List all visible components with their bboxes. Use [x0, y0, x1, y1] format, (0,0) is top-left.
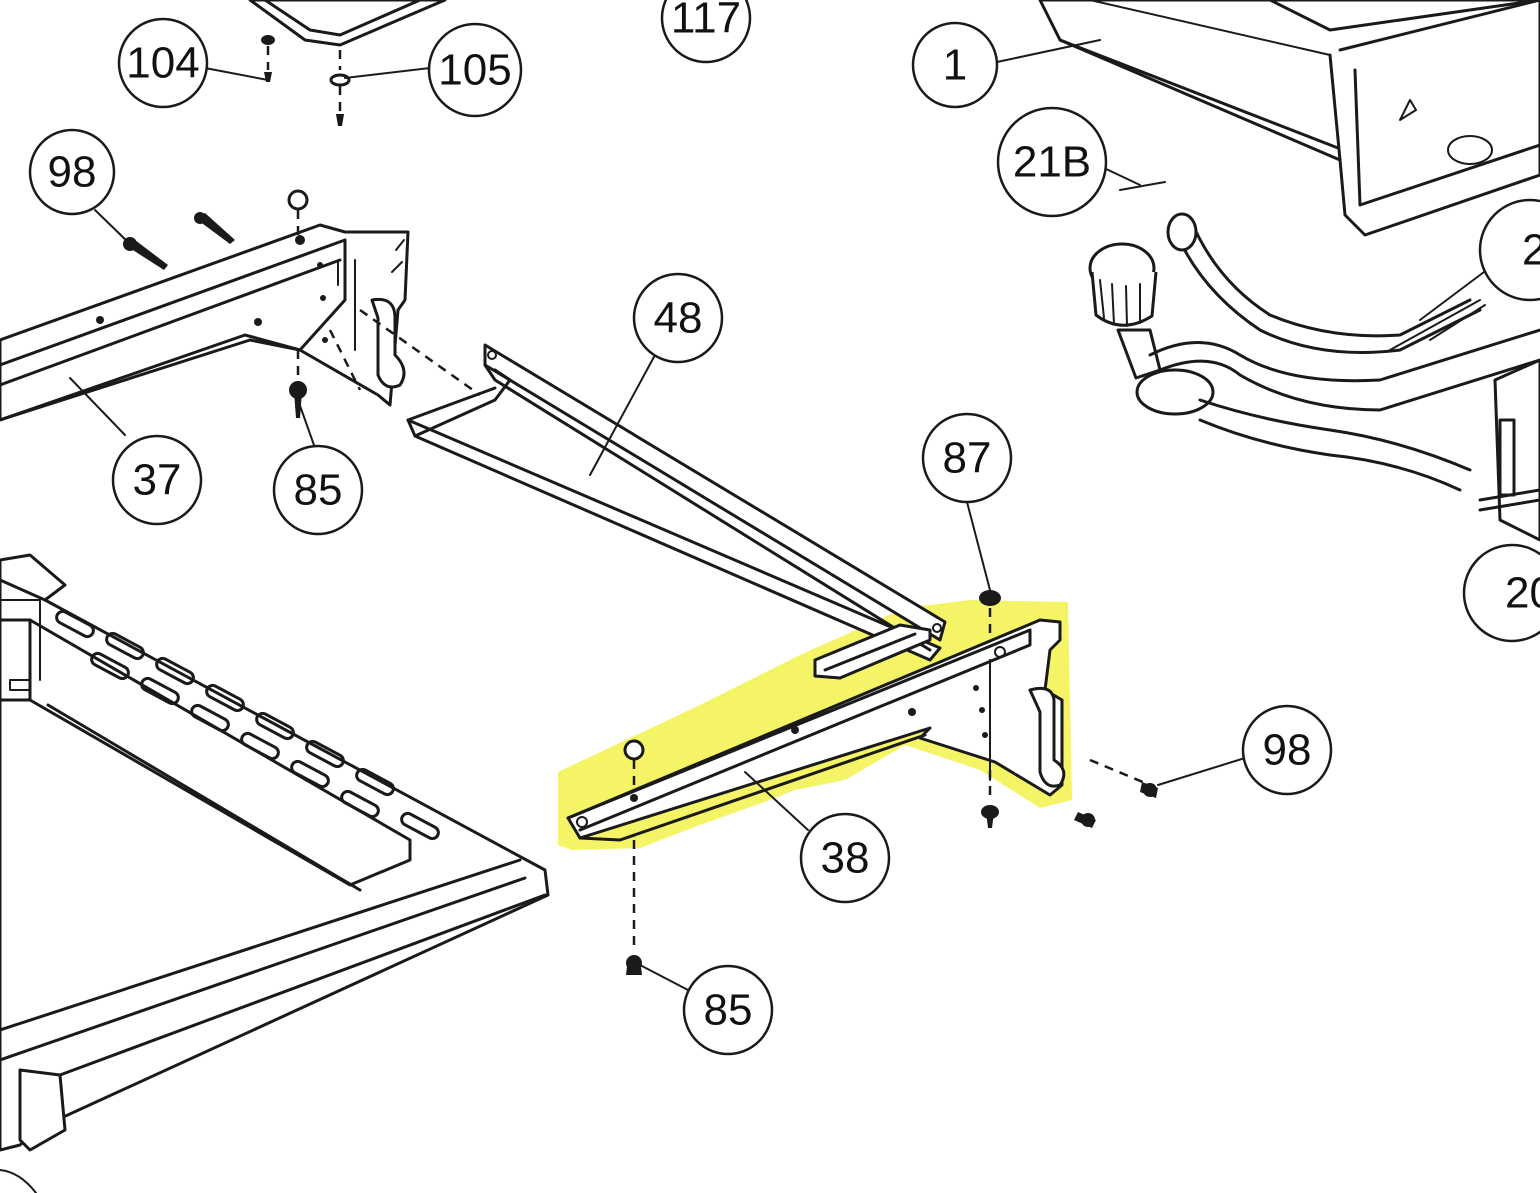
crossbar-part-48 — [406, 343, 947, 662]
valve-assembly — [1088, 181, 1540, 542]
callout-1: 1 — [911, 21, 999, 109]
svg-text:21: 21 — [1522, 226, 1540, 275]
callout-48: 48 — [632, 272, 724, 364]
svg-text:37: 37 — [133, 456, 182, 505]
callout-98-right: 98 — [1241, 704, 1333, 796]
svg-text:21B: 21B — [1013, 138, 1091, 187]
callout-85-top: 85 — [272, 444, 364, 536]
svg-text:117: 117 — [671, 0, 741, 43]
lower-tray — [0, 553, 550, 1152]
callout-38: 38 — [799, 812, 891, 904]
callout-85-bottom: 85 — [682, 964, 774, 1056]
svg-text:98: 98 — [1263, 726, 1312, 775]
tray-slots — [55, 609, 440, 841]
callout-98-top: 98 — [28, 128, 116, 216]
svg-text:38: 38 — [821, 834, 870, 883]
svg-text:85: 85 — [704, 986, 753, 1035]
svg-text:104: 104 — [126, 39, 199, 88]
svg-text:48: 48 — [654, 294, 703, 343]
frame-part-37 — [0, 189, 481, 422]
housing-part-1 — [1038, 0, 1540, 237]
svg-text:1: 1 — [943, 41, 967, 90]
svg-text:105: 105 — [438, 46, 511, 95]
callout-104: 104 — [117, 17, 209, 109]
svg-text:20: 20 — [1505, 569, 1540, 618]
callout-21b: 21B — [996, 106, 1108, 218]
callout-37: 37 — [111, 434, 203, 526]
rail-part-38 — [566, 590, 1158, 975]
callout-20: 20 — [1462, 543, 1540, 643]
top-center-parts — [248, 0, 447, 126]
callout-105: 105 — [427, 22, 523, 118]
callout-21: 21 — [1478, 198, 1540, 302]
edge-callout-fragment — [0, 1169, 37, 1193]
callout-87: 87 — [921, 412, 1013, 504]
leader-lines — [69, 39, 1486, 991]
svg-text:85: 85 — [294, 466, 343, 515]
svg-text:87: 87 — [943, 434, 992, 483]
svg-text:98: 98 — [48, 148, 97, 197]
callout-117: 117 — [660, 0, 752, 64]
